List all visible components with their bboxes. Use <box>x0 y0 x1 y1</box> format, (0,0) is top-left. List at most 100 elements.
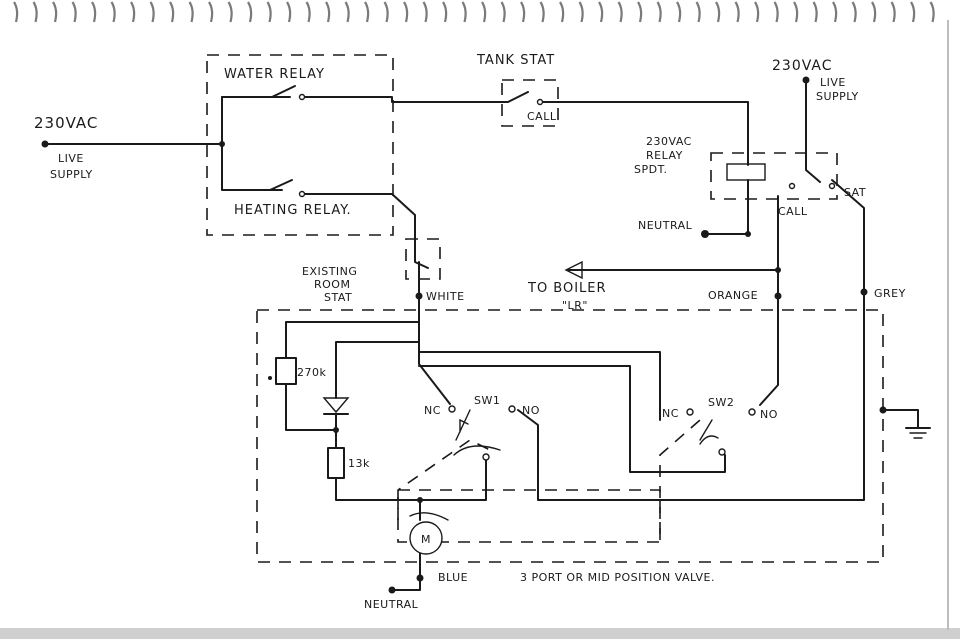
label-relay-voltage: 230VAC <box>646 135 692 148</box>
spiral-ring <box>871 1 877 23</box>
labels: WATER RELAY HEATING RELAY. TANK STAT CAL… <box>34 53 906 611</box>
spiral-ring <box>383 1 389 23</box>
label-supply-left-live: LIVE <box>58 152 84 165</box>
spiral-ring <box>695 1 701 23</box>
sw1-arc <box>453 445 501 456</box>
contact-points <box>298 93 836 461</box>
spiral-ring <box>500 1 506 23</box>
label-supply-left-voltage: 230VAC <box>34 114 98 132</box>
spiral-ring <box>832 1 838 23</box>
spiral-ring <box>403 1 409 23</box>
diode-icon <box>322 397 350 415</box>
label-stat: STAT <box>324 291 352 304</box>
spiral-ring <box>578 1 584 23</box>
spiral-ring <box>247 1 253 23</box>
spiral-ring <box>617 1 623 23</box>
spiral-ring <box>910 1 916 23</box>
spiral-ring <box>110 1 116 23</box>
label-water-relay: WATER RELAY <box>224 67 325 82</box>
label-spdt: SPDT. <box>634 163 668 176</box>
notebook-spiral <box>13 1 935 23</box>
label-supply-left-supply: SUPPLY <box>50 168 93 181</box>
label-neutral-top: NEUTRAL <box>638 219 693 232</box>
label-orange: ORANGE <box>708 289 758 302</box>
spiral-ring <box>676 1 682 23</box>
sw2-lever <box>699 419 719 445</box>
label-sw1: SW1 <box>474 394 500 407</box>
label-grey: GREY <box>874 287 906 300</box>
spiral-ring <box>266 1 272 23</box>
spiral-ring <box>481 1 487 23</box>
spiral-ring <box>715 1 721 23</box>
spiral-ring <box>305 1 311 23</box>
label-to-boiler: TO BOILER <box>527 281 607 296</box>
spiral-ring <box>539 1 545 23</box>
spiral-ring <box>890 1 896 23</box>
label-no1: NO <box>522 404 540 417</box>
label-blue: BLUE <box>438 571 468 584</box>
label-relay-call: CALL <box>778 205 808 218</box>
label-motor: M <box>421 533 431 546</box>
relay-coil-icon <box>726 163 766 181</box>
label-relay: RELAY <box>646 149 683 162</box>
spiral-ring <box>208 1 214 23</box>
room-stat-box <box>405 238 441 280</box>
label-supply-right-supply: SUPPLY <box>816 90 859 103</box>
spiral-ring <box>773 1 779 23</box>
motor-icon <box>409 512 449 555</box>
spiral-ring <box>325 1 331 23</box>
label-sat: SAT <box>844 186 866 199</box>
wires <box>44 79 919 591</box>
label-no2: NO <box>760 408 778 421</box>
label-tank-stat: TANK STAT <box>476 53 555 68</box>
spiral-ring <box>344 1 350 23</box>
label-nc1: NC <box>424 404 441 417</box>
valve-box <box>256 309 884 563</box>
spiral-ring <box>656 1 662 23</box>
label-13k: 13k <box>348 457 370 470</box>
spiral-ring <box>793 1 799 23</box>
resistor-icon <box>275 357 297 385</box>
spiral-ring <box>52 1 58 23</box>
page-edge <box>0 628 960 639</box>
spiral-ring <box>91 1 97 23</box>
label-white: WHITE <box>426 290 465 303</box>
label-lr: "LR" <box>562 299 588 312</box>
spiral-ring <box>929 1 935 23</box>
motor-linkage-box <box>397 489 661 543</box>
tank-stat-box <box>501 79 559 127</box>
label-sw2: SW2 <box>708 396 734 409</box>
label-room: ROOM <box>314 278 350 291</box>
spiral-ring <box>13 1 19 23</box>
spiral-ring <box>364 1 370 23</box>
label-supply-right-voltage: 230VAC <box>772 58 833 74</box>
label-270k: 270k <box>297 366 326 379</box>
spiral-ring <box>851 1 857 23</box>
spiral-ring <box>227 1 233 23</box>
label-valve: 3 PORT OR MID POSITION VALVE. <box>520 571 715 584</box>
sw1-lever <box>455 409 471 441</box>
arrow-left-icon <box>564 260 583 280</box>
label-nc2: NC <box>662 407 679 420</box>
label-tank-call: CALL <box>527 110 557 123</box>
spiral-ring <box>520 1 526 23</box>
spiral-ring <box>32 1 38 23</box>
spiral-ring <box>286 1 292 23</box>
label-neutral-bottom: NEUTRAL <box>364 598 419 611</box>
resistor-icon <box>327 447 345 479</box>
spiral-ring <box>734 1 740 23</box>
spiral-ring <box>559 1 565 23</box>
spiral-ring <box>149 1 155 23</box>
switch-linkage <box>397 419 701 540</box>
spiral-ring <box>637 1 643 23</box>
spiral-ring <box>422 1 428 23</box>
label-existing: EXISTING <box>302 265 357 278</box>
spiral-ring <box>754 1 760 23</box>
junction-dots <box>41 76 887 594</box>
spiral-ring <box>812 1 818 23</box>
spiral-ring <box>188 1 194 23</box>
label-heating-relay: HEATING RELAY. <box>234 203 352 218</box>
spiral-ring <box>598 1 604 23</box>
